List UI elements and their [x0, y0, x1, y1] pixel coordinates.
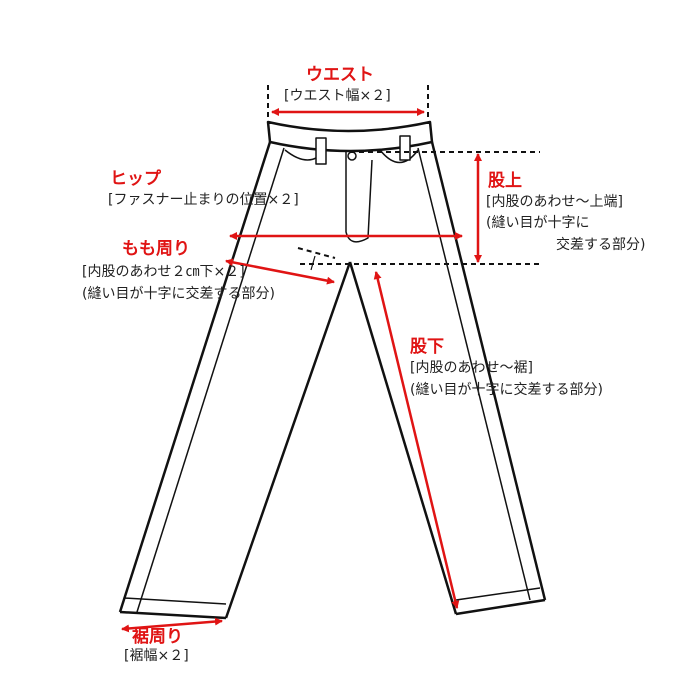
rise-desc-3: 交差する部分): [556, 237, 646, 253]
hem-title: 裾周り: [132, 627, 183, 647]
rise-desc-1: [内股のあわせ〜上端]: [486, 194, 623, 210]
rise-desc-2: (縫い目が十字に: [486, 215, 590, 231]
hem-desc: [裾幅×２]: [124, 648, 189, 664]
inseam-desc-2: (縫い目が十字に交差する部分): [410, 382, 603, 398]
hip-title: ヒップ: [110, 169, 161, 189]
rise-title: 股上: [488, 171, 522, 191]
hem-arrow: [121, 617, 223, 633]
hip-desc: [ファスナー止まりの位置×２]: [108, 192, 299, 208]
waist-desc: [ウエスト幅×２]: [284, 88, 391, 104]
inseam-desc-1: [内股のあわせ〜裾]: [410, 360, 533, 376]
thigh-desc-2: (縫い目が十字に交差する部分): [82, 286, 275, 302]
measurement-arrows: [121, 108, 482, 633]
inseam-title: 股下: [410, 337, 444, 357]
guide-lines: [267, 85, 540, 265]
thigh-arrow: [225, 258, 335, 285]
thigh-title: もも周り: [122, 239, 190, 259]
offset-tick: [310, 255, 316, 271]
waist-title: ウエスト: [306, 65, 374, 85]
inseam-arrow: [373, 271, 460, 609]
thigh-desc-1: [内股のあわせ２㎝下×２]: [82, 264, 245, 280]
